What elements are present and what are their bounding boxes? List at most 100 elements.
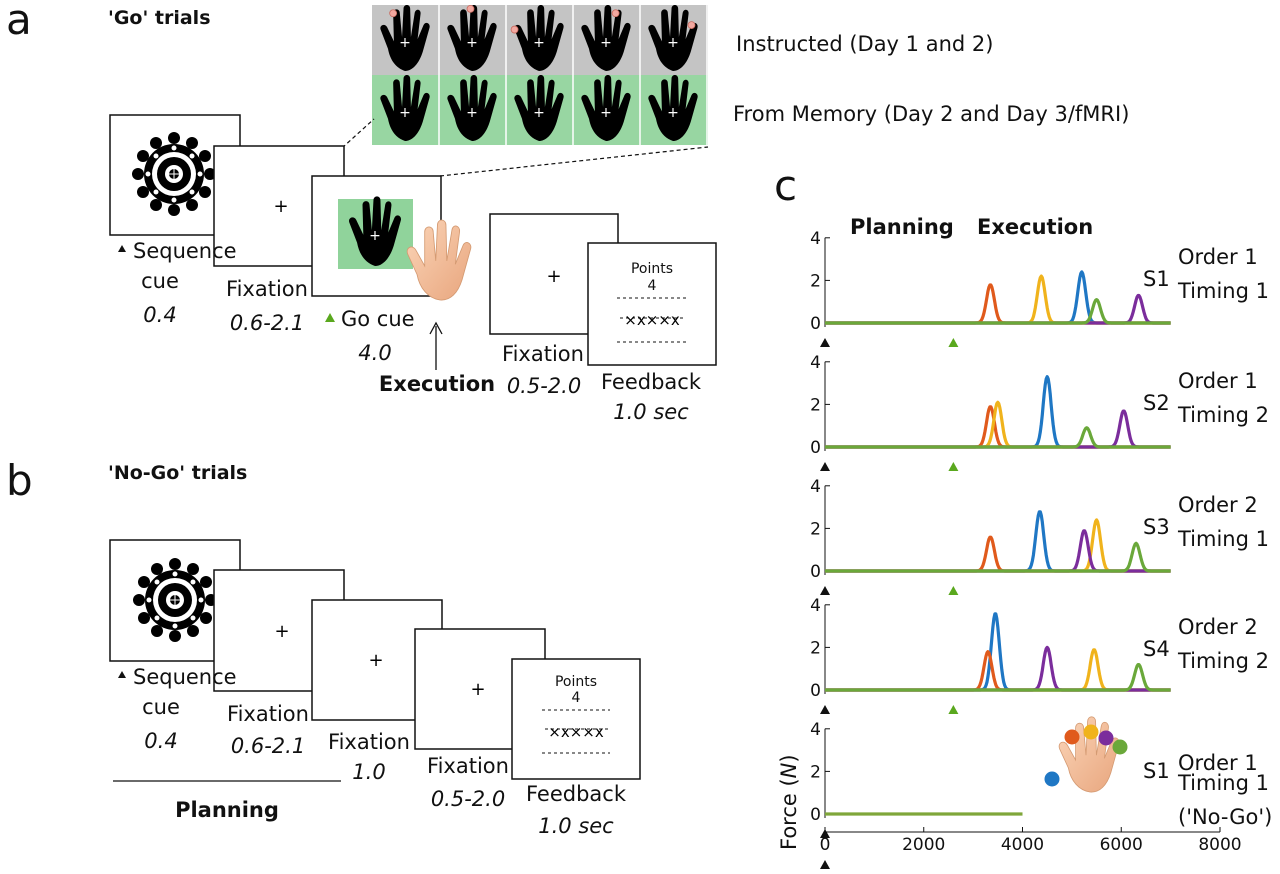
feedback-points-value: 4 bbox=[648, 278, 657, 294]
subplot-timing-label: Timing 2 bbox=[1177, 649, 1269, 673]
sequence-cue-time-marker bbox=[820, 586, 830, 595]
subplot-session-label: S4 bbox=[1143, 637, 1170, 661]
nogo-feedback-time: 1.0 sec bbox=[538, 814, 614, 838]
chart-planning-label: Planning bbox=[850, 215, 954, 239]
y-tick-label: 0 bbox=[810, 314, 821, 334]
chart-execution-label: Execution bbox=[977, 215, 1093, 239]
subplot-order-label: Order 1 bbox=[1178, 751, 1258, 775]
x-tick-label: 8000 bbox=[1198, 835, 1241, 855]
execution-label: Execution bbox=[379, 372, 495, 396]
force-series-thumb bbox=[824, 612, 1172, 692]
y-tick-label: 2 bbox=[810, 519, 821, 539]
nogo-feedback-marks: ×x××x bbox=[548, 723, 604, 741]
sequence-cue-marker-icon bbox=[118, 245, 126, 252]
feedback-label: Feedback bbox=[601, 370, 702, 394]
go-cue-time-marker bbox=[948, 586, 959, 595]
panel-a-letter: a bbox=[6, 0, 32, 44]
force-series-little bbox=[824, 298, 1172, 325]
nogo-fix3-label: Fixation bbox=[427, 754, 509, 778]
force-series-index bbox=[824, 535, 1172, 573]
panel-b-title: 'No-Go' trials bbox=[108, 462, 247, 484]
instructed-hand-cross: + bbox=[600, 35, 612, 51]
go-cue-time: 4.0 bbox=[358, 341, 391, 365]
nogo-fix2-time: 1.0 bbox=[352, 760, 385, 784]
y-tick-label: 0 bbox=[810, 805, 821, 825]
feedback-points-label: Points bbox=[631, 261, 673, 277]
subplot-session-label: S1 bbox=[1143, 759, 1170, 783]
x-tick-label: 2000 bbox=[902, 835, 945, 855]
sequence-cue-time-marker bbox=[820, 829, 830, 838]
nogo-points-value: 4 bbox=[572, 690, 581, 706]
go-cue-time-marker bbox=[948, 338, 959, 347]
sequence-cue-time-marker bbox=[820, 338, 830, 347]
nogo-fix1-time: 0.6-2.1 bbox=[231, 734, 305, 758]
force-series-little bbox=[824, 663, 1172, 692]
y-tick-label: 4 bbox=[810, 353, 821, 373]
instructed-hand-cross: + bbox=[399, 35, 411, 51]
subplot-order-label: Order 1 bbox=[1178, 245, 1258, 269]
finger-color-dot bbox=[1064, 729, 1080, 745]
go-cue-time-marker bbox=[948, 462, 959, 471]
instructed-finger-dot bbox=[611, 9, 620, 18]
y-tick-label: 4 bbox=[810, 477, 821, 497]
planning-label: Planning bbox=[175, 798, 279, 822]
nogo-fix3-time: 0.5-2.0 bbox=[431, 787, 505, 811]
instructed-finger-dot bbox=[687, 21, 696, 30]
execution-arrow-head-icon bbox=[429, 321, 443, 335]
y-tick-label: 4 bbox=[810, 229, 821, 249]
fix2-label: Fixation bbox=[502, 342, 584, 366]
subplot-order-label: Order 2 bbox=[1178, 615, 1258, 639]
nogo-sequence-cue-marker-icon bbox=[118, 671, 126, 678]
finger-color-dot bbox=[1083, 724, 1099, 740]
force-series-index bbox=[824, 650, 1172, 692]
fixation-2-cross: + bbox=[546, 266, 561, 287]
memory-label: From Memory (Day 2 and Day 3/fMRI) bbox=[733, 102, 1129, 126]
instructed-hand-cross: + bbox=[667, 35, 679, 51]
sequence-cue-time-marker bbox=[820, 860, 830, 869]
feedback-time: 1.0 sec bbox=[613, 400, 689, 424]
force-series-middle bbox=[824, 648, 1172, 692]
nogo-fix1-label: Fixation bbox=[227, 702, 309, 726]
y-tick-label: 2 bbox=[810, 762, 821, 782]
nogo-seq-cue-label-2: cue bbox=[142, 695, 180, 719]
seq-cue-label-2: cue bbox=[141, 269, 179, 293]
feedback-screen bbox=[587, 242, 717, 366]
force-series-index bbox=[824, 283, 1172, 325]
go-cue-cross: + bbox=[369, 228, 381, 244]
nogo-fixation-2-cross: + bbox=[368, 650, 383, 671]
finger-color-dot bbox=[1098, 730, 1114, 746]
finger-color-dot bbox=[1112, 739, 1128, 755]
nogo-seq-cue-label: Sequence bbox=[133, 665, 237, 689]
force-series-little bbox=[824, 541, 1172, 573]
go-cue-time-marker bbox=[948, 705, 959, 714]
instructed-finger-dot bbox=[510, 25, 519, 34]
feedback-marks: ×x××x bbox=[624, 311, 680, 329]
x-tick-label: 0 bbox=[820, 835, 831, 855]
subplot-timing-label: Timing 2 bbox=[1177, 403, 1269, 427]
memory-hands-row: +++++ bbox=[372, 74, 708, 145]
go-cue-label: Go cue bbox=[341, 307, 415, 331]
sequence-cue-time-marker bbox=[820, 462, 830, 471]
finger-color-key bbox=[1044, 724, 1128, 787]
finger-color-dot bbox=[1044, 771, 1060, 787]
instructed-label: Instructed (Day 1 and 2) bbox=[736, 32, 993, 56]
seq-cue-time: 0.4 bbox=[143, 303, 176, 327]
fix1-label: Fixation bbox=[226, 277, 308, 301]
y-tick-label: 2 bbox=[810, 271, 821, 291]
fix1-time: 0.6-2.1 bbox=[230, 311, 304, 335]
memory-hand-cross: + bbox=[466, 105, 478, 121]
y-tick-label: 2 bbox=[810, 395, 821, 415]
fixation-cross: + bbox=[273, 196, 288, 217]
force-series-ring bbox=[824, 645, 1172, 692]
memory-hand-cross: + bbox=[667, 105, 679, 121]
instructed-hands-row: +++++ bbox=[372, 4, 708, 75]
go-cue-marker-icon bbox=[325, 313, 335, 322]
instructed-finger-dot bbox=[466, 4, 475, 13]
memory-hand-cross: + bbox=[600, 105, 612, 121]
memory-hand-cross: + bbox=[533, 105, 545, 121]
panel-c-letter: c bbox=[774, 161, 797, 210]
x-tick-label: 6000 bbox=[1100, 835, 1143, 855]
subplot-timing-label: Timing 1 bbox=[1177, 527, 1269, 551]
y-tick-label: 0 bbox=[810, 562, 821, 582]
